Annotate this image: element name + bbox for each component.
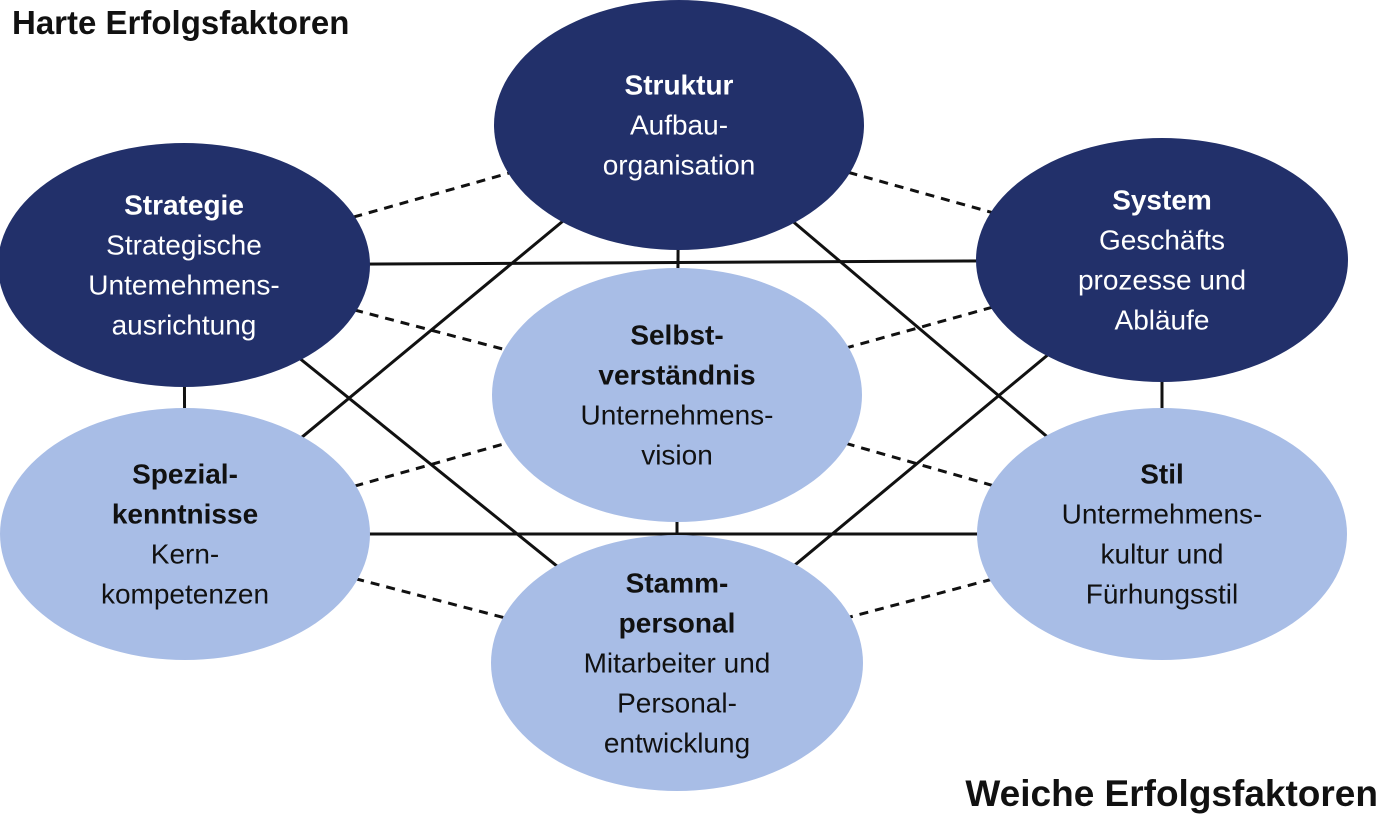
node-description-selbstverstaendnis: vision <box>641 440 713 471</box>
node-ellipse-strategie <box>0 143 370 387</box>
node-description-stammpersonal: entwicklung <box>604 728 750 759</box>
node-heading-strategie: Strategie <box>124 190 244 221</box>
hard-factors-title: Harte Erfolgsfaktoren <box>12 4 350 41</box>
node-heading-selbstverstaendnis: verständnis <box>598 360 755 391</box>
node-heading-spezialkenntnisse: kenntnisse <box>112 499 258 530</box>
node-heading-stammpersonal: personal <box>619 608 736 639</box>
node-description-stil: kultur und <box>1101 539 1224 570</box>
node-description-system: prozesse und <box>1078 265 1246 296</box>
node-heading-struktur: Struktur <box>625 70 734 101</box>
node-description-strategie: Strategische <box>106 230 262 261</box>
node-heading-system: System <box>1112 185 1212 216</box>
node-ellipse-stil <box>977 408 1347 660</box>
node-heading-selbstverstaendnis: Selbst- <box>630 320 723 351</box>
node-description-strategie: Untemehmens- <box>88 270 279 301</box>
node-description-spezialkenntnisse: kompetenzen <box>101 579 269 610</box>
node-description-system: Geschäfts <box>1099 225 1225 256</box>
node-ellipse-selbstverstaendnis <box>492 268 862 522</box>
node-description-stil: Untermehmens- <box>1062 499 1263 530</box>
node-description-stammpersonal: Personal- <box>617 688 737 719</box>
node-heading-spezialkenntnisse: Spezial- <box>132 459 238 490</box>
node-description-selbstverstaendnis: Unternehmens- <box>581 400 774 431</box>
node-description-stammpersonal: Mitarbeiter und <box>584 648 771 679</box>
node-heading-stil: Stil <box>1140 459 1184 490</box>
node-strategie: StrategieStrategischeUntemehmens-ausrich… <box>0 143 370 387</box>
node-description-strategie: ausrichtung <box>112 310 257 341</box>
node-description-struktur: organisation <box>603 150 756 181</box>
node-heading-stammpersonal: Stamm- <box>626 568 729 599</box>
node-description-system: Abläufe <box>1115 305 1210 336</box>
node-ellipse-struktur <box>494 0 864 250</box>
node-ellipse-spezialkenntnisse <box>0 408 370 660</box>
node-description-spezialkenntnisse: Kern- <box>151 539 219 570</box>
factor-nodes: StrukturAufbau-organisationStrategieStra… <box>0 0 1348 791</box>
node-description-struktur: Aufbau- <box>630 110 728 141</box>
soft-factors-title: Weiche Erfolgsfaktoren <box>965 773 1378 814</box>
node-ellipse-stammpersonal <box>491 535 863 791</box>
node-ellipse-system <box>976 138 1348 382</box>
node-description-stil: Fürhungsstil <box>1086 579 1239 610</box>
